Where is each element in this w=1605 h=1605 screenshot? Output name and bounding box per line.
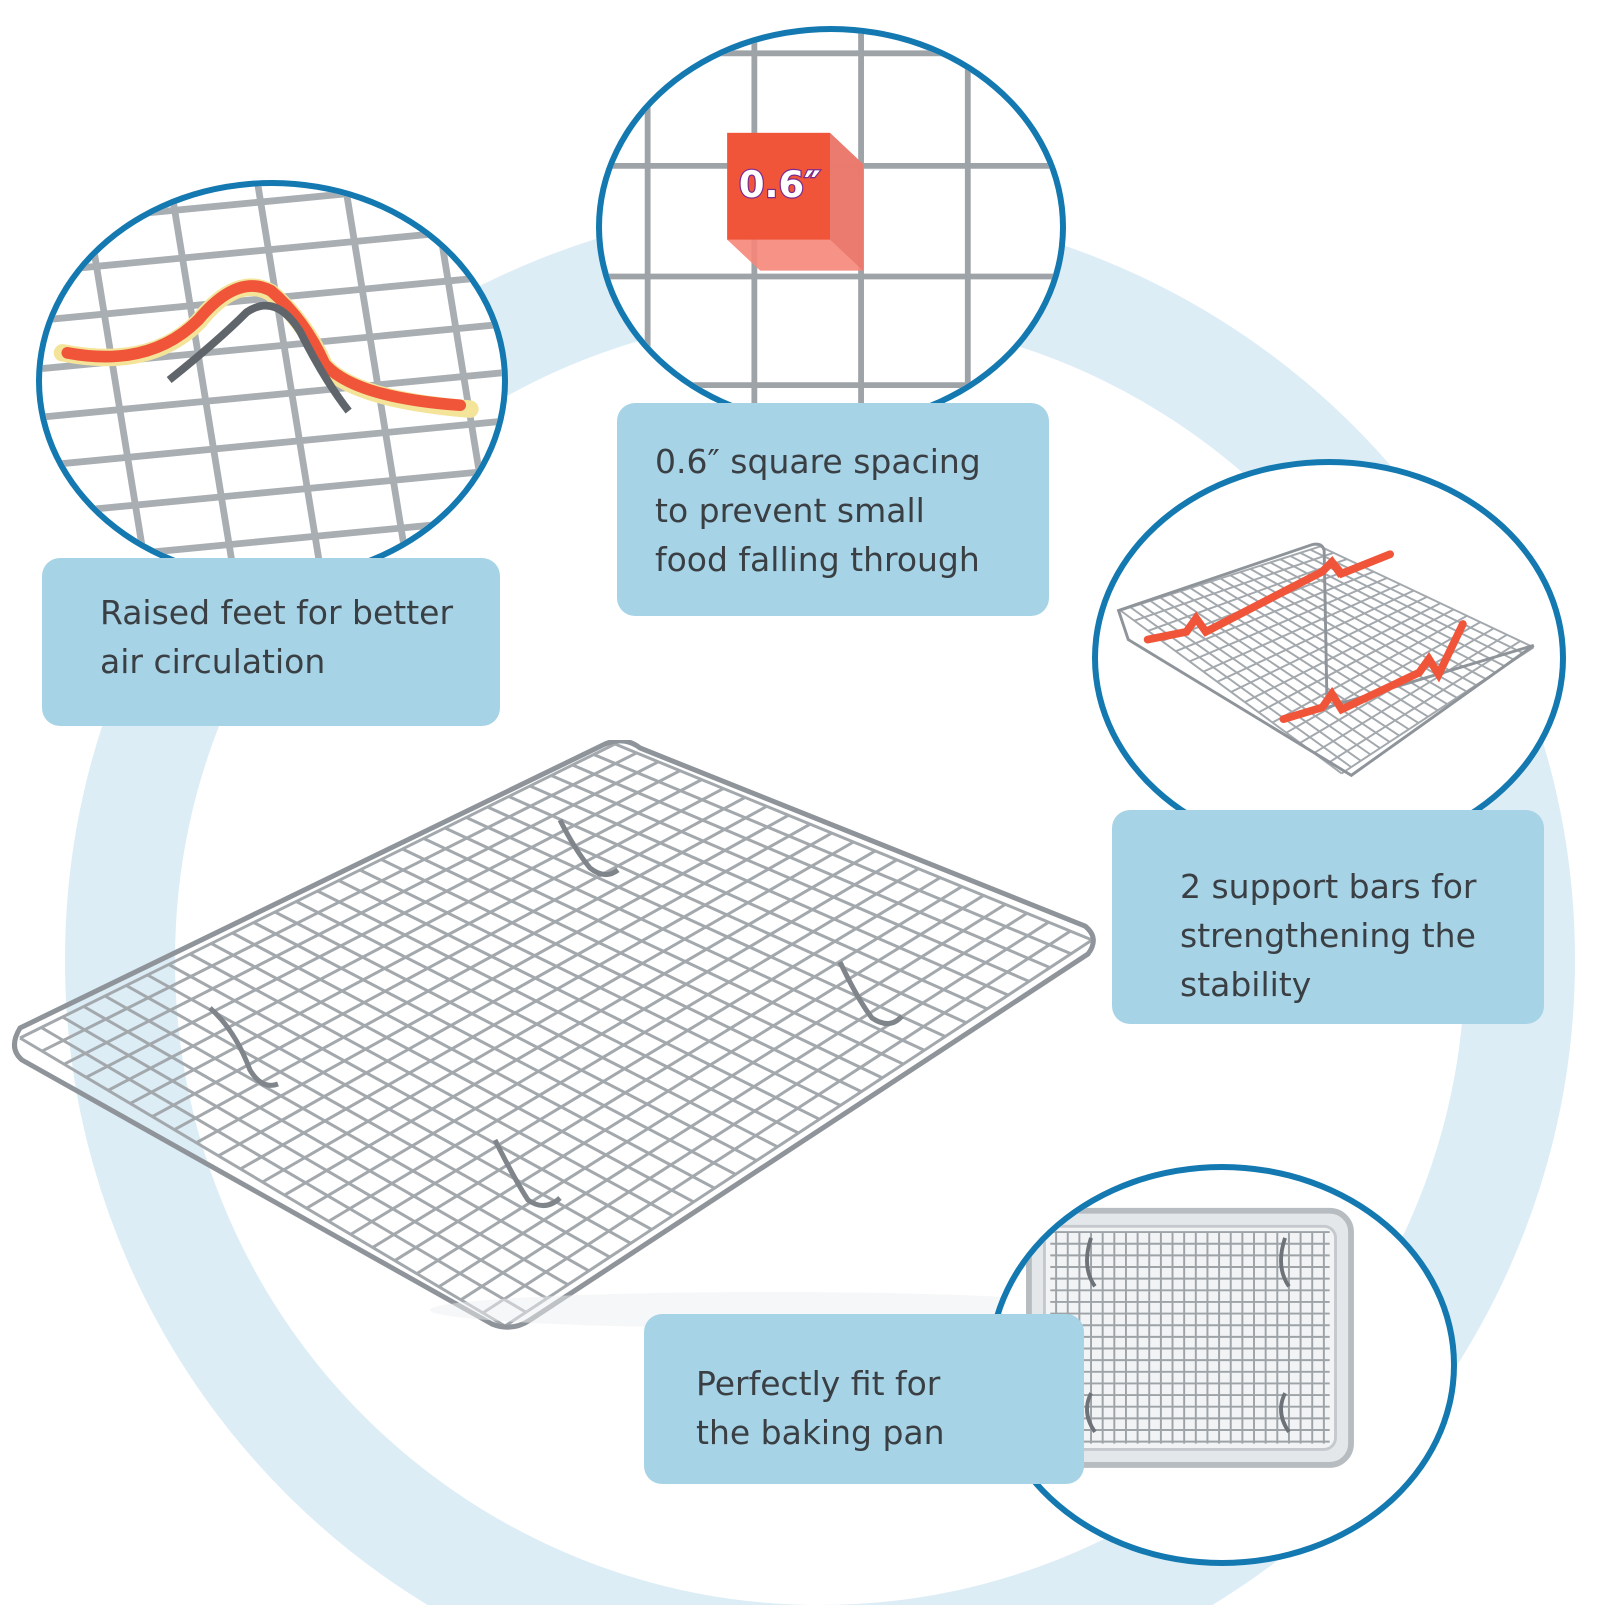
- raised-feet-closeup-image: [42, 186, 502, 576]
- support-bars-lens: [1092, 459, 1566, 857]
- square-spacing-closeup-image: 0.6″: [603, 32, 1059, 422]
- raised-feet-text-line-1: Raised feet for better: [100, 593, 454, 632]
- baking-pan-closeup-image: [1026, 1207, 1354, 1468]
- support-bars-text-line-3: stability: [1180, 965, 1312, 1004]
- square-spacing-lens: 0.6″: [596, 26, 1066, 428]
- support-bars-text-line-1: 2 support bars for: [1180, 867, 1477, 906]
- square-spacing-text-line-2: to prevent small: [655, 491, 925, 530]
- baking-pan-fit-text-line-1: Perfectly fit for: [696, 1364, 941, 1403]
- square-spacing-callout: 0.6″ square spacing to prevent small foo…: [617, 403, 1049, 616]
- raised-feet-callout: Raised feet for better air circulation: [42, 558, 500, 726]
- support-bars-callout: 2 support bars for strengthening the sta…: [1112, 810, 1544, 1024]
- raised-feet-text-line-2: air circulation: [100, 642, 326, 681]
- spacing-measure-label: 0.6″: [739, 163, 821, 206]
- square-spacing-text-line-3: food falling through: [655, 540, 980, 579]
- cooling-rack-image: [12, 740, 1110, 1330]
- support-bars-text-line-2: strengthening the: [1180, 916, 1476, 955]
- support-bars-closeup-image: [1116, 542, 1535, 778]
- baking-pan-fit-callout: Perfectly fit for the baking pan: [644, 1314, 1084, 1484]
- square-spacing-text-line-1: 0.6″ square spacing: [655, 442, 981, 481]
- raised-feet-lens: [36, 180, 508, 582]
- baking-pan-fit-text-line-2: the baking pan: [696, 1413, 945, 1452]
